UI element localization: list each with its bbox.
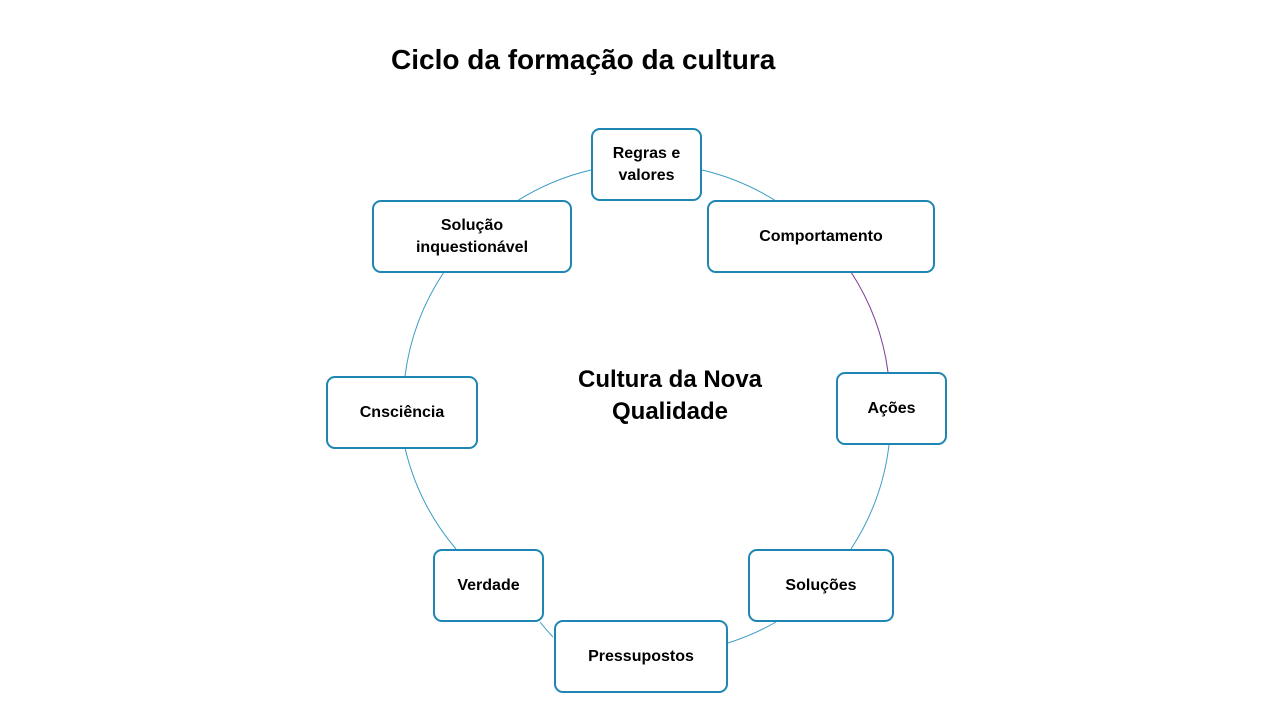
connector-arc bbox=[701, 169, 777, 202]
node-solucoes[interactable]: Soluções bbox=[748, 549, 894, 622]
node-cnsciencia[interactable]: Cnsciência bbox=[326, 376, 478, 449]
center-label: Cultura da Nova Qualidade bbox=[540, 364, 800, 428]
node-label: Ações bbox=[867, 399, 916, 417]
node-label: Pressupostos bbox=[588, 647, 694, 665]
node-label-line2: valores bbox=[618, 166, 675, 184]
node-label: Cnsciência bbox=[359, 403, 445, 421]
node-verdade[interactable]: Verdade bbox=[433, 549, 544, 622]
node-comportamento[interactable]: Comportamento bbox=[707, 200, 935, 273]
node-label: Soluções bbox=[785, 576, 857, 594]
center-label-line1: Cultura da Nova bbox=[577, 366, 763, 393]
node-pressupostos[interactable]: Pressupostos bbox=[554, 620, 728, 693]
node-regras-e-valores[interactable]: Regras e valores bbox=[591, 128, 702, 201]
node-label: Comportamento bbox=[759, 227, 883, 245]
node-solucao-inquestionavel[interactable]: Solução inquestionável bbox=[372, 200, 572, 273]
connector-arc bbox=[404, 447, 457, 550]
node-acoes[interactable]: Ações bbox=[836, 372, 947, 445]
node-label-line2: inquestionável bbox=[415, 238, 529, 256]
node-label-line1: Solução bbox=[440, 216, 504, 234]
node-label-line1: Regras e bbox=[612, 144, 681, 162]
connector-arc bbox=[404, 271, 445, 377]
connector-arc-highlight bbox=[850, 271, 889, 373]
connector-arc bbox=[850, 444, 890, 550]
node-label: Verdade bbox=[457, 576, 520, 594]
slide-title: Ciclo da formação da cultura bbox=[391, 44, 776, 75]
connector-arc bbox=[727, 621, 777, 644]
connector-arc bbox=[539, 621, 554, 638]
connector-arc bbox=[516, 169, 592, 202]
center-label-line2: Qualidade bbox=[611, 398, 729, 425]
